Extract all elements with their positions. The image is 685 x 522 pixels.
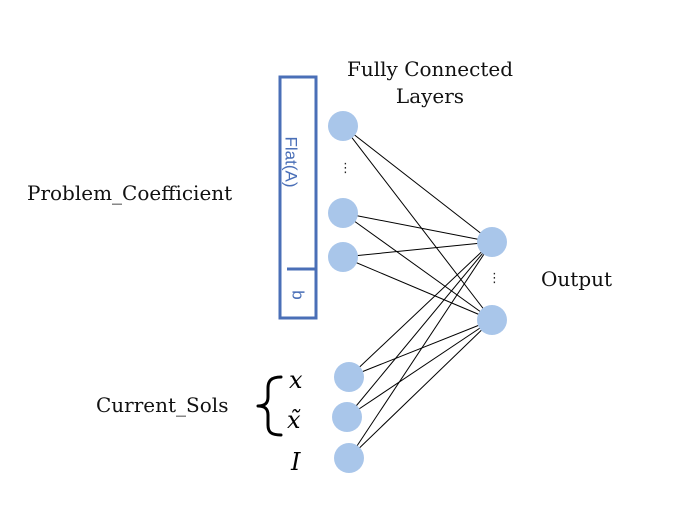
flat-a-label: Flat(A)	[281, 136, 301, 188]
i-symbol: I	[291, 448, 301, 476]
current-sols-bracket	[256, 375, 283, 437]
connection-line	[342, 212, 493, 321]
connection-line	[348, 319, 493, 378]
b-label: b	[288, 290, 308, 300]
connection-line	[342, 256, 493, 321]
output-ellipsis: ⋮	[488, 271, 501, 286]
network-nodes	[328, 111, 507, 473]
fully-connected-title: Fully Connected Layers	[320, 56, 540, 110]
fully-connected-title-line: Fully Connected	[346, 57, 514, 81]
input-node	[328, 198, 358, 228]
solution-node-x-tilde	[332, 402, 362, 432]
x-symbol: x	[289, 366, 303, 394]
fully-connected-title-line: Layers	[395, 84, 465, 108]
solution-node-i	[334, 443, 364, 473]
problem-coefficient-label: Problem_Coefficient	[27, 181, 233, 205]
connection-line	[346, 319, 493, 418]
connection-line	[348, 319, 493, 459]
input-node	[328, 242, 358, 272]
connection-line	[342, 241, 493, 258]
connection-line	[346, 241, 493, 418]
connection-line	[342, 125, 493, 321]
solution-node-x	[334, 362, 364, 392]
connection-lines	[342, 125, 493, 459]
output-node	[477, 305, 507, 335]
output-label: Output	[541, 267, 613, 291]
hidden-input-ellipsis: ⋮	[339, 161, 352, 176]
output-node	[477, 227, 507, 257]
input-node	[328, 111, 358, 141]
connection-line	[342, 125, 493, 243]
connection-line	[348, 241, 493, 378]
coefficient-box	[278, 75, 318, 320]
connection-line	[348, 241, 493, 459]
x-tilde-symbol: x̃	[287, 406, 301, 434]
flat-a-b-box	[278, 75, 318, 320]
connection-line	[342, 212, 493, 243]
current-sols-label: Current_Sols	[96, 393, 229, 417]
